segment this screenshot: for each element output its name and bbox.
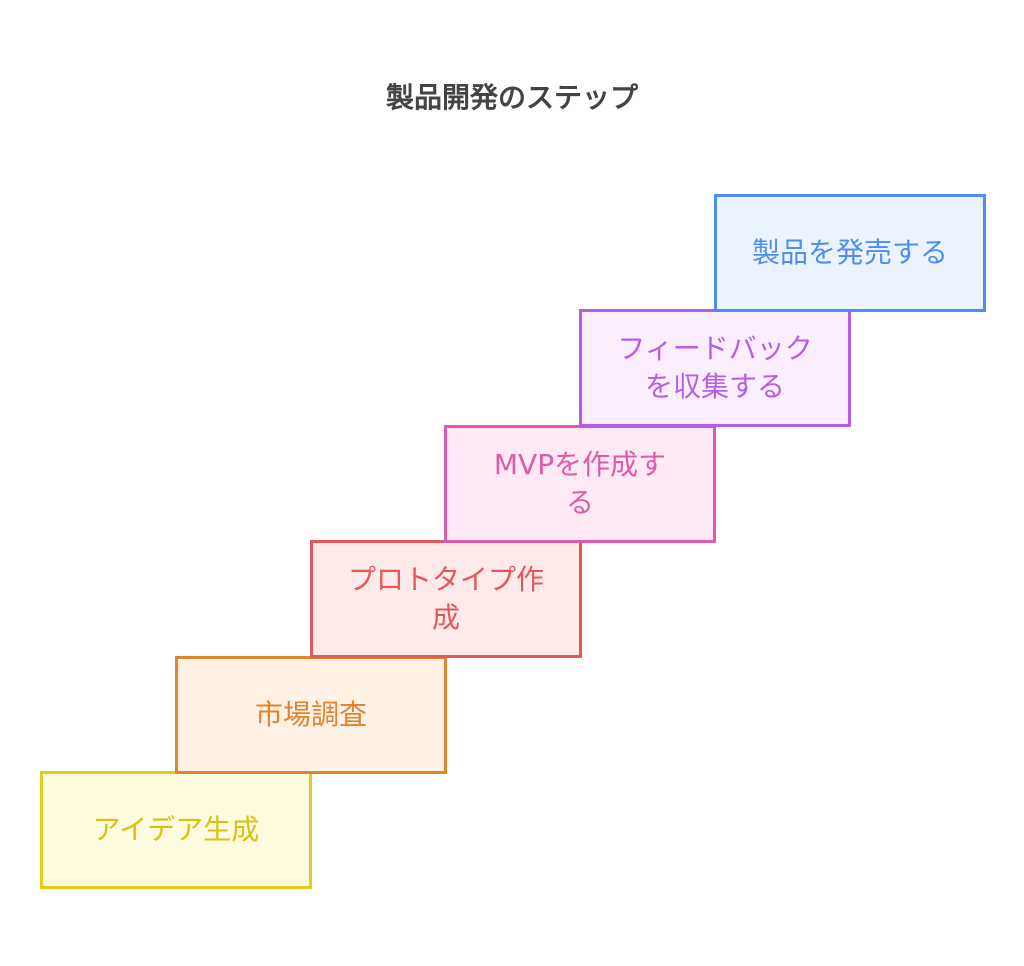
step-prototype: プロトタイプ作 成 [310,540,582,658]
step-label: プロトタイプ作 [347,563,544,596]
diagram-title: 製品開発のステップ [385,81,638,114]
step-label: る [565,486,594,519]
step-mvp: MVPを作成す る [444,425,716,543]
step-label: フィードバック [617,332,813,365]
step-label: アイデア生成 [92,813,260,846]
step-label: 成 [431,601,460,634]
step-label: 市場調査 [254,698,367,731]
step-label: を収集する [644,370,785,403]
step-launch: 製品を発売する [714,194,986,312]
step-label: 製品を発売する [751,236,948,269]
step-market-research: 市場調査 [175,656,447,774]
step-feedback: フィードバック を収集する [579,309,851,427]
step-label: MVPを作成す [493,448,667,481]
step-idea-generation: アイデア生成 [40,771,312,889]
